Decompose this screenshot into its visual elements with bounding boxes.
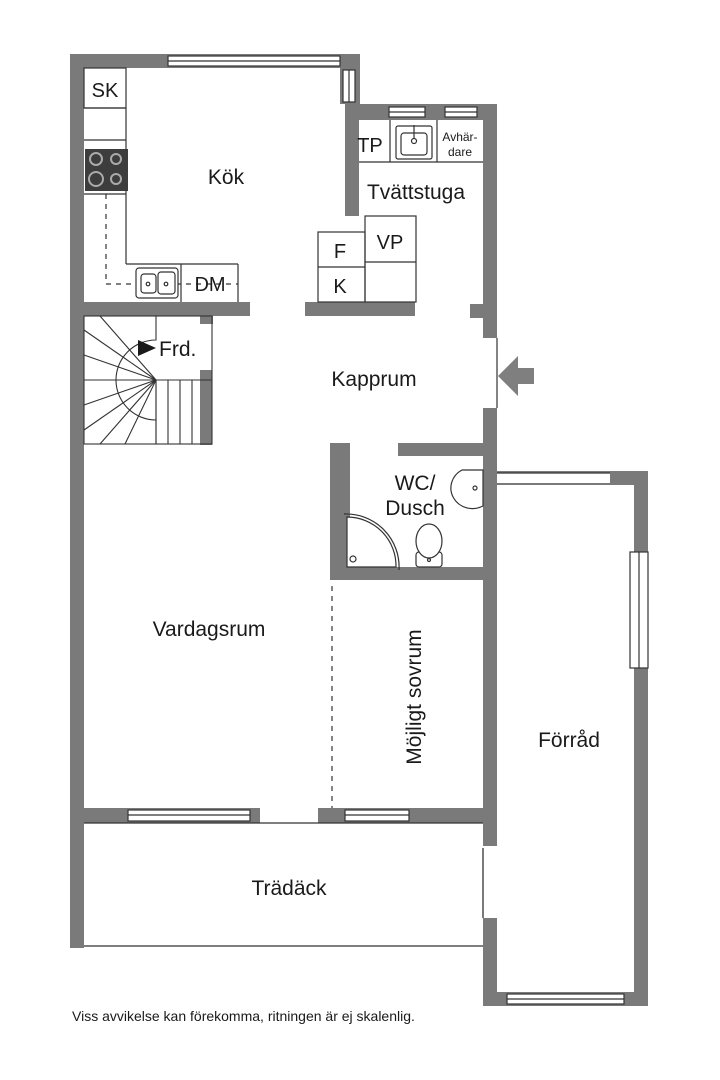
label-dryer-line2: dare <box>448 145 472 159</box>
stairs-arrow-icon <box>138 340 156 356</box>
label-sk: SK <box>92 80 119 102</box>
wc-washbasin-icon <box>450 469 484 510</box>
label-dryer-line1: Avhär- <box>442 130 477 144</box>
room-label-deck: Trädäck <box>251 877 327 900</box>
window-living-south <box>127 809 251 822</box>
window-storage-east <box>629 551 649 669</box>
label-k: K <box>333 276 347 298</box>
room-label-living: Vardagsrum <box>153 618 266 641</box>
label-tp: TP <box>357 135 383 157</box>
room-label-kitchen: Kök <box>208 166 245 189</box>
disclaimer-text: Viss avvikelse kan förekomma, ritningen … <box>72 1008 415 1024</box>
window-laundry-1 <box>388 106 426 118</box>
window-kitchen-north <box>167 55 341 67</box>
shower-icon <box>343 513 400 571</box>
kitchen-sink-icon <box>135 267 179 299</box>
room-label-laundry: Tvättstuga <box>367 181 465 204</box>
stove-icon <box>85 149 128 191</box>
entrance-arrow-icon <box>498 356 534 396</box>
room-label-hall: Kapprum <box>331 368 416 391</box>
window-laundry-2 <box>444 106 478 118</box>
storage-door-opening <box>497 472 610 483</box>
windows <box>127 55 649 1005</box>
laundry-sink-icon <box>395 125 433 160</box>
label-f: F <box>334 241 346 263</box>
fixture-labels: SK DM TP Avhär- dare VP F K <box>92 80 478 298</box>
window-storage-south <box>506 993 625 1005</box>
room-label-bedroom: Möjligt sovrum <box>403 629 426 764</box>
room-labels: Kök Tvättstuga Kapprum Vardagsrum WC/ Du… <box>153 166 600 900</box>
window-kitchen-corner <box>342 69 356 103</box>
deck-outline <box>84 848 484 947</box>
laundry-fixtures <box>317 120 483 303</box>
window-bedroom-south <box>344 809 410 822</box>
toilet-icon <box>415 523 443 568</box>
interior-lines <box>84 338 498 824</box>
room-label-wc-line2: Dusch <box>385 497 445 520</box>
label-dm: DM <box>194 274 225 296</box>
label-vp: VP <box>377 232 404 254</box>
staircase <box>83 315 213 445</box>
label-stairs: Frd. <box>159 338 196 361</box>
room-label-wc-line1: WC/ <box>395 472 436 495</box>
room-label-storage: Förråd <box>538 729 600 752</box>
